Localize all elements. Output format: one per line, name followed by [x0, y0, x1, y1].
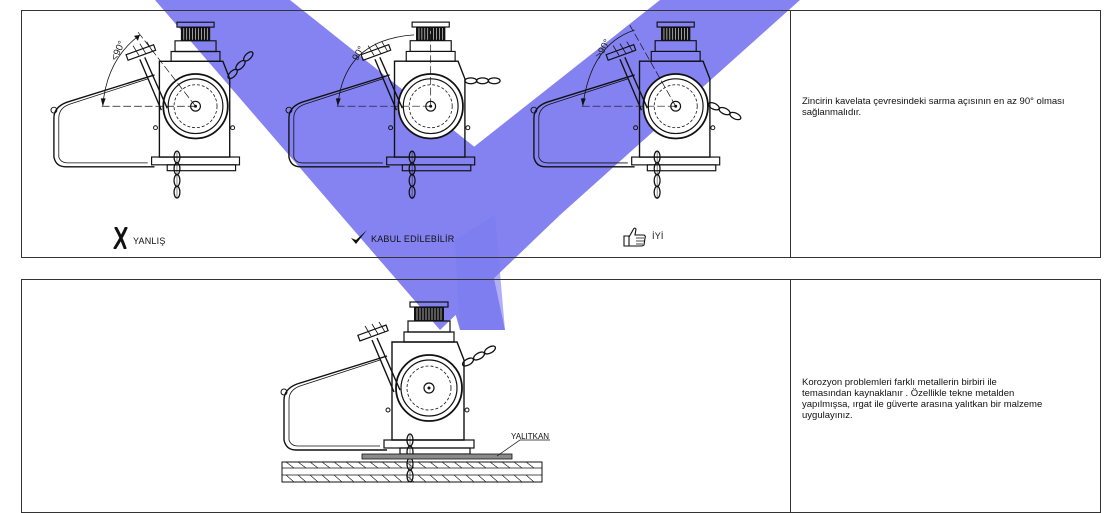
corrosion-note-line: temasından kaynaklanır . Özellikle tekne… [802, 388, 1015, 399]
winch-drawing-insulated [280, 301, 550, 483]
panel-divider [790, 11, 791, 257]
winding-angle-panel [21, 10, 1101, 258]
winch-drawing-good: >90° [530, 21, 742, 200]
winch-drawing-wrong: <90° [50, 21, 254, 199]
angle-label-greater: >90° [593, 37, 613, 60]
panel-divider [790, 280, 791, 512]
angle-label-less: <90° [109, 39, 128, 62]
caption-wrong: YANLIŞ [133, 236, 166, 246]
cross-mark-icon [113, 227, 128, 249]
check-mark-icon [351, 230, 367, 244]
corrosion-note: Korozyon problemleri farklı metallerin b… [802, 377, 1097, 421]
caption-acceptable: KABUL EDİLEBİLİR [371, 234, 455, 244]
winding-angle-note: Zincirin kavelata çevresindeki sarma açı… [802, 96, 1065, 118]
caption-good: İYİ [652, 231, 664, 241]
corrosion-note-line: yapılmışsa, ırgat ile güverte arasına ya… [802, 399, 1043, 410]
corrosion-note-line: Korozyon problemleri farklı metallerin b… [802, 377, 997, 388]
corrosion-note-line: uygulayınız. [802, 410, 853, 421]
insulator-label: YALITKAN [511, 432, 550, 441]
thumbs-up-icon [623, 227, 646, 247]
winch-drawing-acceptable: 90° [285, 21, 501, 200]
